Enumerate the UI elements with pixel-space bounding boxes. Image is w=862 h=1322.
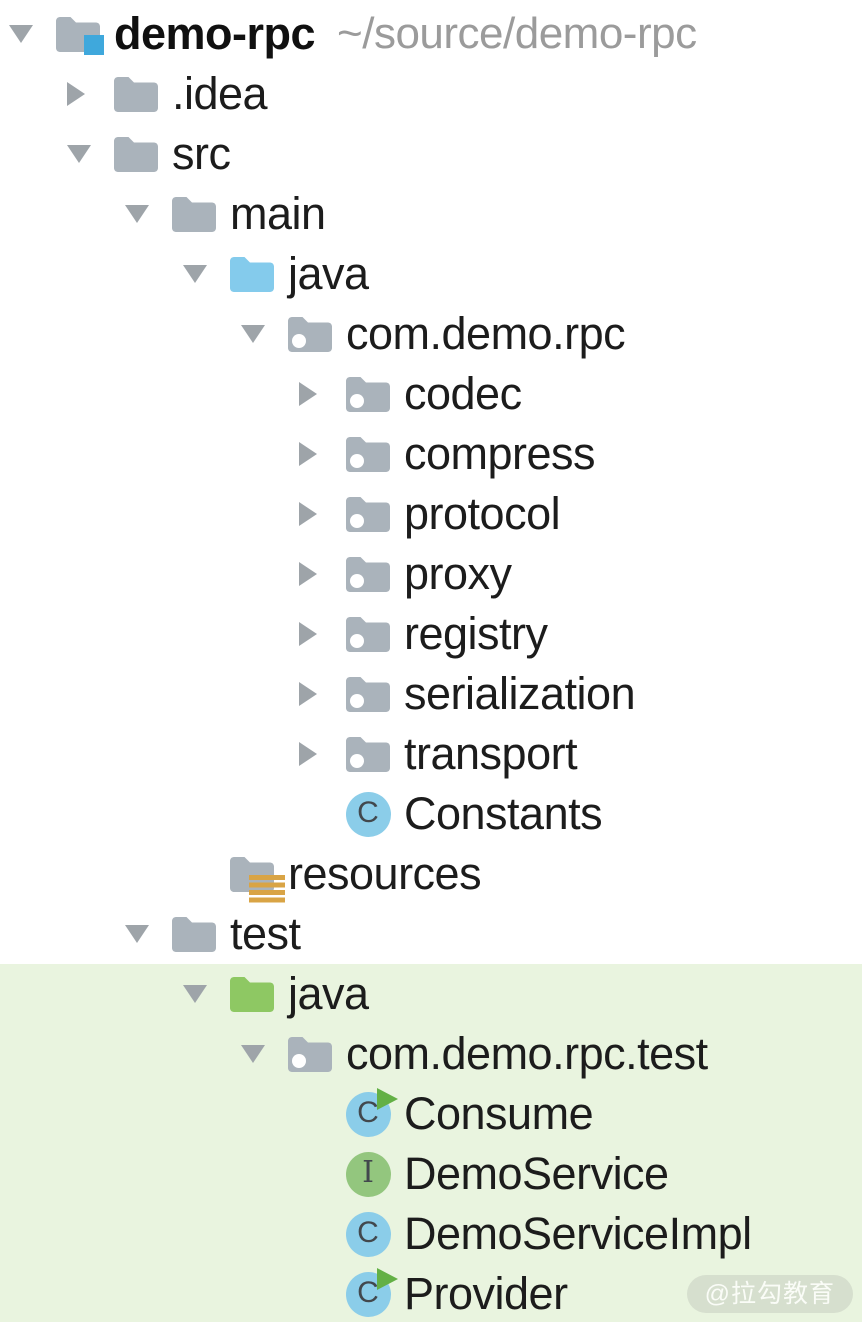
tree-item-label: Constants	[404, 788, 603, 839]
tree-item-label: compress	[404, 428, 596, 479]
tree-item-label: src	[172, 128, 231, 179]
tree-item-label: resources	[288, 848, 482, 899]
runnable-class-icon: C	[344, 1268, 398, 1318]
tree-item-label: Provider	[404, 1268, 568, 1319]
tree-row[interactable]: I DemoService	[0, 1144, 862, 1204]
resources-folder-icon	[228, 850, 285, 903]
chevron-down-icon[interactable]	[240, 304, 286, 364]
badge-circle: C	[345, 1211, 391, 1257]
tree-row[interactable]: protocol	[0, 484, 862, 544]
chevron-down-icon[interactable]	[8, 4, 54, 64]
project-path: ~/source/demo-rpc	[337, 9, 697, 58]
tree-row[interactable]: .idea	[0, 64, 862, 124]
tree-item-label: DemoServiceImpl	[404, 1208, 752, 1259]
folder-icon	[170, 190, 218, 238]
tree-row[interactable]: C Constants	[0, 784, 862, 844]
package-icon	[344, 610, 392, 658]
package-icon	[344, 670, 392, 718]
chevron-down-icon[interactable]	[66, 124, 112, 184]
tree-row[interactable]: resources	[0, 844, 862, 904]
tree-item-label: java	[288, 248, 369, 299]
tree-row[interactable]: transport	[0, 724, 862, 784]
class-icon: C	[344, 1210, 392, 1258]
folder-icon	[112, 130, 160, 178]
chevron-spacer	[298, 1144, 344, 1204]
chevron-spacer	[298, 1264, 344, 1322]
tree-item-label: DemoService	[404, 1148, 669, 1199]
tree-row[interactable]: codec	[0, 364, 862, 424]
chevron-spacer	[182, 844, 228, 904]
watermark: @拉勾教育	[686, 1275, 853, 1313]
badge-circle: I	[345, 1151, 391, 1197]
chevron-right-icon[interactable]	[66, 64, 112, 124]
chevron-spacer	[298, 784, 344, 844]
folder-icon	[112, 70, 160, 118]
tree-item-label: main	[230, 188, 326, 239]
package-icon	[344, 430, 392, 478]
interface-icon: I	[344, 1150, 392, 1198]
tree-item-label: com.demo.rpc	[346, 308, 626, 359]
package-icon	[286, 1030, 334, 1078]
package-icon	[344, 370, 392, 418]
tree-item-label: codec	[404, 368, 522, 419]
tree-row[interactable]: com.demo.rpc.test	[0, 1024, 862, 1084]
project-folder-icon	[54, 10, 104, 58]
chevron-down-icon[interactable]	[240, 1024, 286, 1084]
tree-row[interactable]: java	[0, 964, 862, 1024]
chevron-right-icon[interactable]	[298, 664, 344, 724]
folder-icon	[170, 910, 218, 958]
tree-item-label: serialization	[404, 668, 636, 719]
package-icon	[344, 730, 392, 778]
tree-item-label: test	[230, 908, 301, 959]
chevron-spacer	[298, 1204, 344, 1264]
chevron-right-icon[interactable]	[298, 424, 344, 484]
tree-row[interactable]: proxy	[0, 544, 862, 604]
tree-item-label: transport	[404, 728, 578, 779]
tree-item-label: proxy	[404, 548, 512, 599]
tree-row[interactable]: test	[0, 904, 862, 964]
package-icon	[286, 310, 334, 358]
tree-row[interactable]: compress	[0, 424, 862, 484]
package-icon	[344, 550, 392, 598]
chevron-right-icon[interactable]	[298, 364, 344, 424]
chevron-right-icon[interactable]	[298, 724, 344, 784]
tree-row[interactable]: C DemoServiceImpl	[0, 1204, 862, 1264]
java-source-folder-icon	[228, 250, 276, 298]
tree-item-label: protocol	[404, 488, 561, 539]
chevron-right-icon[interactable]	[298, 484, 344, 544]
chevron-spacer	[298, 1084, 344, 1144]
tree-row[interactable]: C Provider	[0, 1264, 862, 1322]
package-icon	[344, 490, 392, 538]
chevron-down-icon[interactable]	[124, 904, 170, 964]
test-source-folder-icon	[228, 970, 276, 1018]
chevron-down-icon[interactable]	[182, 964, 228, 1024]
tree-row[interactable]: java	[0, 244, 862, 304]
runnable-class-icon: C	[344, 1088, 398, 1138]
tree-row[interactable]: C Consume	[0, 1084, 862, 1144]
badge-circle: C	[345, 791, 391, 837]
class-icon: C	[344, 790, 392, 838]
tree-item-label: java	[288, 968, 369, 1019]
tree-item-label: .idea	[172, 68, 268, 119]
tree-row[interactable]: main	[0, 184, 862, 244]
chevron-right-icon[interactable]	[298, 544, 344, 604]
tree-row[interactable]: serialization	[0, 664, 862, 724]
tree-row[interactable]: demo-rpc ~/source/demo-rpc	[0, 4, 862, 64]
tree-item-label: com.demo.rpc.test	[346, 1028, 708, 1079]
tree-row[interactable]: registry	[0, 604, 862, 664]
chevron-down-icon[interactable]	[182, 244, 228, 304]
tree-item-label: Consume	[404, 1088, 594, 1139]
chevron-down-icon[interactable]	[124, 184, 170, 244]
chevron-right-icon[interactable]	[298, 604, 344, 664]
tree-row[interactable]: src	[0, 124, 862, 184]
tree-item-label: demo-rpc	[114, 8, 316, 59]
tree-row[interactable]: com.demo.rpc	[0, 304, 862, 364]
tree-item-label: registry	[404, 608, 548, 659]
